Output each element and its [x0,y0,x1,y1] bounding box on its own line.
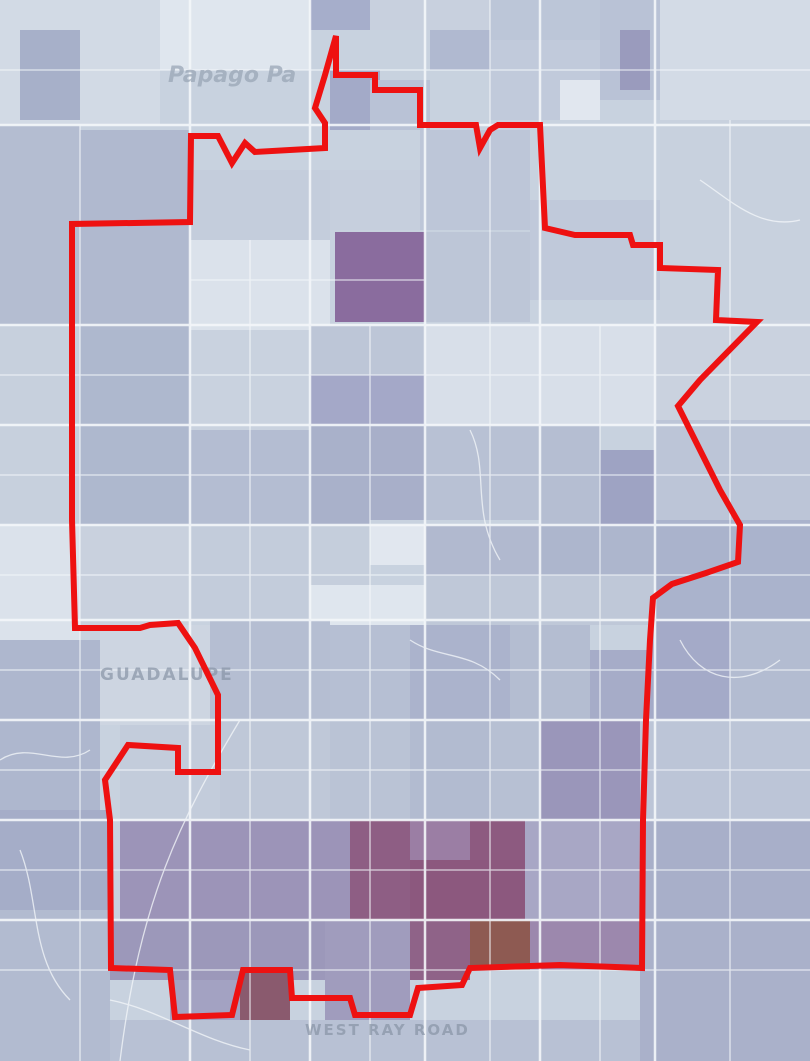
district-boundary-outline[interactable] [69,35,764,1021]
town-label: GUADALUPE [100,665,234,685]
park-label: Papago Pa [168,63,296,88]
road-label: WEST RAY ROAD [305,1021,470,1039]
